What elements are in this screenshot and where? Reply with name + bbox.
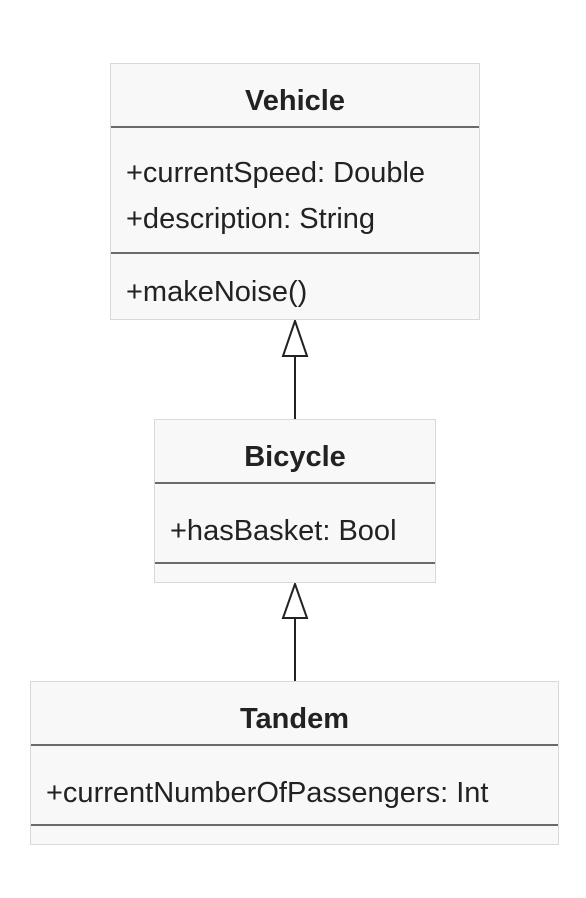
attribute-current-number-of-passengers: +currentNumberOfPassengers: Int [46, 777, 489, 809]
methods-section: +makeNoise() [111, 254, 479, 320]
inheritance-arrowhead [281, 317, 309, 357]
attribute-current-speed: +currentSpeed: Double [126, 157, 426, 189]
attributes-section: +hasBasket: Bool [155, 484, 435, 562]
class-name: Vehicle [245, 85, 345, 117]
class-divider [155, 562, 435, 564]
attributes-section: +currentSpeed: Double +description: Stri… [111, 128, 479, 252]
methods-section [31, 826, 558, 848]
inheritance-arrow-bicycle-to-vehicle [281, 317, 309, 419]
methods-section [155, 564, 435, 586]
class-divider [111, 126, 479, 128]
method-make-noise: +makeNoise() [126, 276, 308, 308]
class-bicycle[interactable]: Bicycle +hasBasket: Bool [154, 419, 436, 583]
class-vehicle[interactable]: Vehicle +currentSpeed: Double +descripti… [110, 63, 480, 320]
attribute-has-basket: +hasBasket: Bool [170, 515, 397, 547]
class-divider [31, 744, 558, 746]
attributes-section: +currentNumberOfPassengers: Int [31, 746, 558, 824]
class-divider [155, 482, 435, 484]
inheritance-arrowhead [281, 580, 309, 619]
class-divider [111, 252, 479, 254]
class-name: Bicycle [244, 441, 346, 473]
class-divider [31, 824, 558, 826]
class-tandem[interactable]: Tandem +currentNumberOfPassengers: Int [30, 681, 559, 845]
class-name: Tandem [239, 703, 350, 735]
attribute-description: +description: String [126, 203, 376, 235]
inheritance-arrow-tandem-to-bicycle [281, 580, 309, 681]
